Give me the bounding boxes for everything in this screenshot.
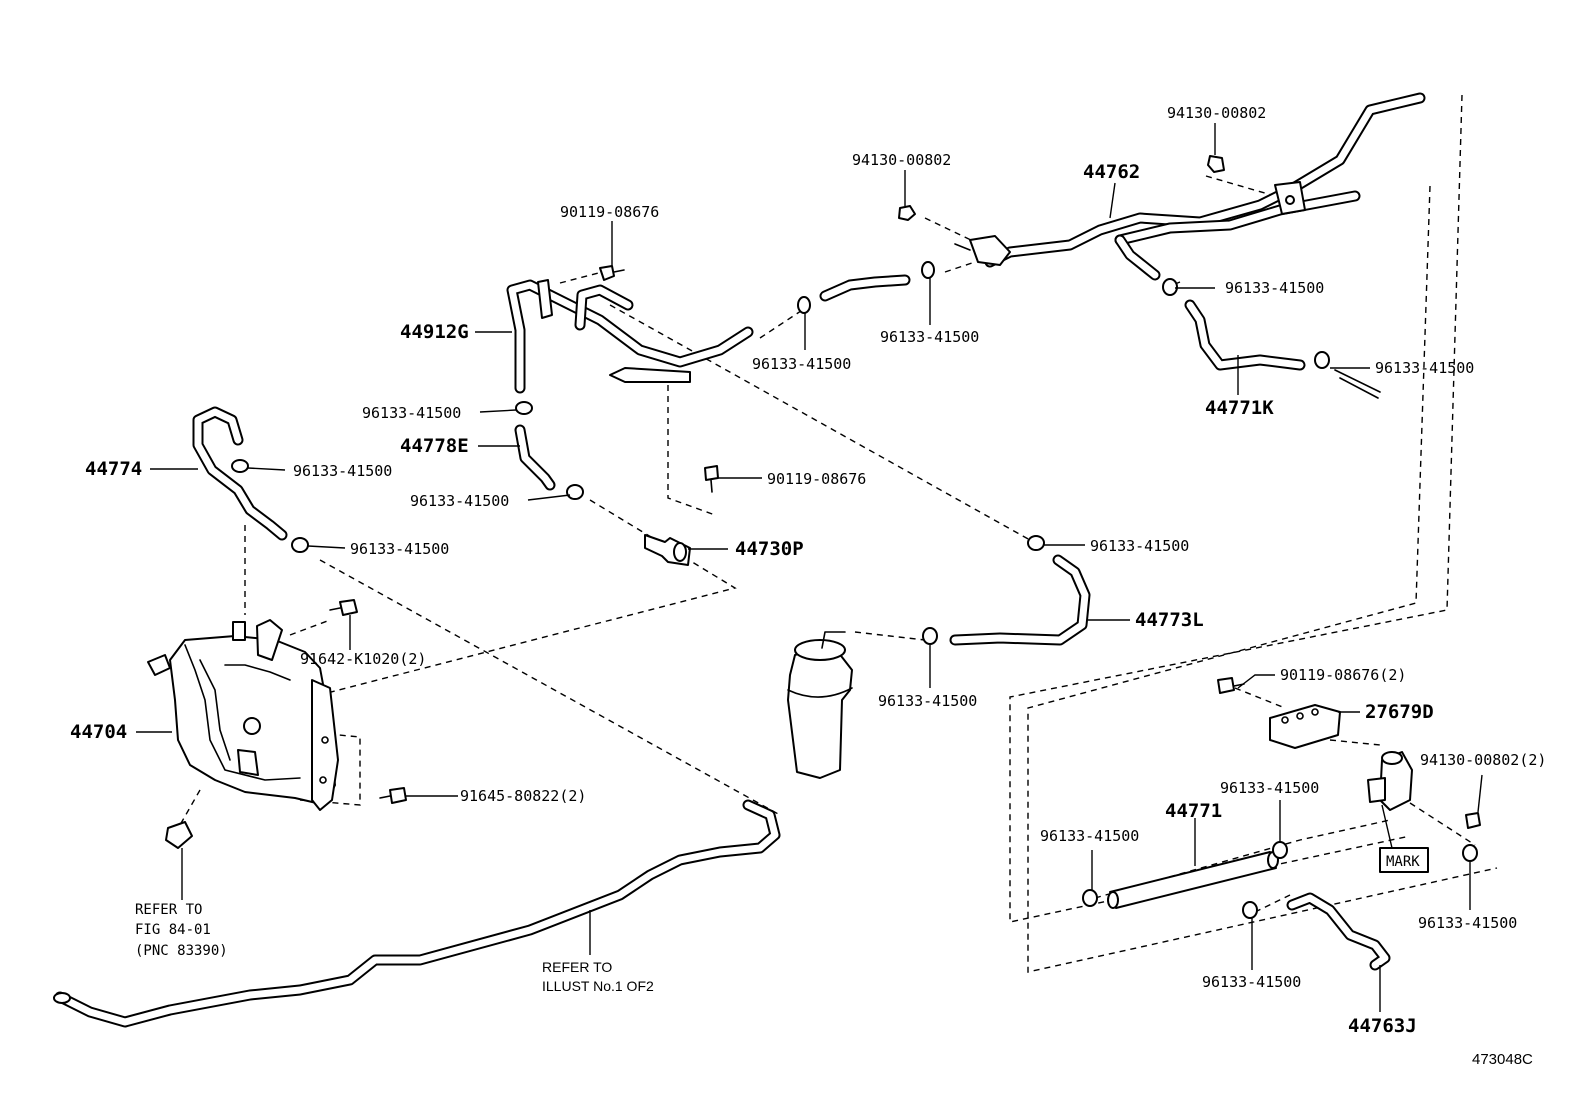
mark-label: MARK: [1386, 854, 1420, 870]
label-96133-41500-a: 96133-41500: [1225, 279, 1324, 297]
refer-fig-line1: REFER TO: [135, 902, 202, 918]
label-94130-00802-b: 94130-00802: [852, 151, 951, 169]
label-44778E: 44778E: [400, 435, 469, 457]
label-96133-41500-h: 96133-41500: [350, 540, 449, 558]
pipe-bottom: [53, 799, 781, 1028]
label-44774: 44774: [85, 458, 142, 480]
label-90119-08676-c: 90119-08676(2): [1280, 666, 1406, 684]
label-96133-41500-i: 96133-41500: [1090, 537, 1189, 555]
label-96133-41500-e: 96133-41500: [362, 404, 461, 422]
refer-fig-line3: (PNC 83390): [135, 943, 228, 959]
label-96133-41500-f: 96133-41500: [293, 462, 392, 480]
leader-lines: [136, 123, 1483, 1012]
hose-upper-mid: [819, 274, 911, 302]
refer-fig-line2: FIG 84-01: [135, 922, 211, 938]
figure-code: 473048C: [1472, 1051, 1533, 1068]
dashed-guide-lines: [179, 94, 1498, 973]
bracket-27679D: [1269, 704, 1341, 749]
label-96133-41500-m: 96133-41500: [1418, 914, 1517, 932]
fasteners: [165, 155, 1481, 849]
hose-44771K: [1184, 299, 1381, 399]
hose-44774: [192, 406, 288, 541]
label-44730P: 44730P: [735, 538, 804, 560]
hose-44778E: [514, 424, 556, 491]
label-90119-08676-b: 90119-08676: [767, 470, 866, 488]
label-44771: 44771: [1165, 800, 1222, 822]
label-44773L: 44773L: [1135, 609, 1204, 631]
label-96133-41500-n: 96133-41500: [1202, 973, 1301, 991]
label-44763J: 44763J: [1348, 1015, 1417, 1037]
label-96133-41500-b: 96133-41500: [880, 328, 979, 346]
label-96133-41500-j: 96133-41500: [878, 692, 977, 710]
hose-44771: [1107, 851, 1279, 909]
label-96133-41500-l: 96133-41500: [1040, 827, 1139, 845]
label-96133-41500-g: 96133-41500: [410, 492, 509, 510]
canister: [787, 631, 853, 779]
mark-box: MARK: [1379, 804, 1429, 873]
label-91645-80822: 91645-80822(2): [460, 787, 586, 805]
refer-illust-line2: ILLUST No.1 OF2: [542, 978, 654, 994]
label-96133-41500-c: 96133-41500: [752, 355, 851, 373]
tube-44762: [954, 92, 1426, 281]
label-90119-08676-a: 90119-08676: [560, 203, 659, 221]
tube-44912G: [506, 279, 754, 394]
hose-44763J: [1286, 892, 1391, 971]
label-91642-K1020: 91642-K1020(2): [300, 650, 426, 668]
label-44912G: 44912G: [400, 321, 469, 343]
clamps: [231, 261, 1478, 919]
label-44762: 44762: [1083, 161, 1140, 183]
label-94130-00802-a: 94130-00802: [1167, 104, 1266, 122]
label-44704: 44704: [70, 721, 127, 743]
valve-44730P: [644, 534, 691, 566]
label-44771K: 44771K: [1205, 397, 1274, 419]
reservoir-44704: [147, 619, 339, 811]
refer-illust-line1: REFER TO: [542, 959, 612, 975]
label-94130-00802-c: 94130-00802(2): [1420, 751, 1546, 769]
label-96133-41500-k: 96133-41500: [1220, 779, 1319, 797]
solenoid-valve: [1367, 751, 1413, 811]
label-27679D: 27679D: [1365, 701, 1434, 723]
label-96133-41500-d: 96133-41500: [1375, 359, 1474, 377]
hose-44773L: [949, 554, 1091, 646]
part-labels: 94130-00802 94130-00802 44762 90119-0867…: [70, 104, 1546, 1068]
